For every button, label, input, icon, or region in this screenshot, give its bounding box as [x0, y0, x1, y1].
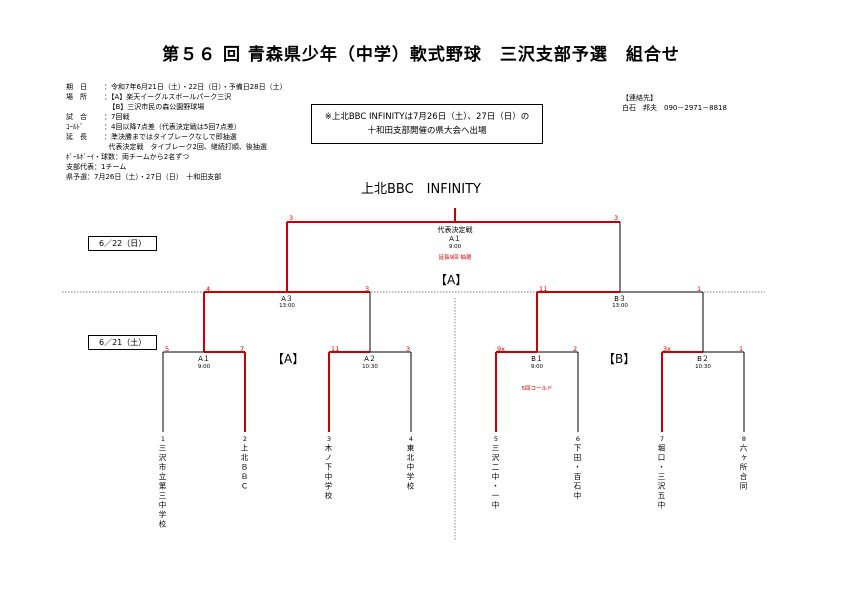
team-name: 下田・百石中	[573, 444, 582, 501]
final-score-right: 3	[614, 214, 619, 222]
semi-a3-time: 13:00	[279, 303, 295, 309]
b1-note: 5回コールド	[521, 386, 553, 392]
info-block: 期 日：令和7年6月21日（土）・22日（日）・予備日28日（土） 場 所：【A…	[66, 82, 287, 182]
team-number: 3	[326, 435, 332, 443]
notice-line: ※上北BBC INFINITYは7月26日（土）、27日（日）の	[324, 112, 530, 122]
team-number: 6	[575, 435, 581, 443]
team-number: 5	[493, 435, 499, 443]
team-number: 7	[659, 435, 665, 443]
info-row: 場 所：【A】楽天イーグルスボールパーク三沢	[66, 93, 232, 101]
team-number: 4	[408, 435, 414, 443]
final-note: 延長9回 抽選	[438, 255, 472, 261]
final-match-id: A１	[449, 235, 461, 243]
a2-score-right: 3	[406, 345, 411, 353]
info-row: 期 日：令和7年6月21日（土）・22日（日）・予備日28日（土）	[66, 83, 287, 91]
notice-line: 十和田支部開催の県大会へ出場	[367, 126, 487, 136]
team-name: 木ノ下中学校	[324, 444, 333, 501]
final-score-left: 3	[289, 214, 294, 222]
team-name: 東北中学校	[406, 444, 415, 492]
b2-time: 10:30	[695, 364, 711, 370]
semi-b3-time: 13:00	[612, 303, 628, 309]
semi-b3-score-right: 1	[697, 285, 702, 293]
contact-label: 【連絡先】	[622, 94, 657, 102]
team-number: 1	[160, 435, 166, 443]
info-row: ﾎﾞｰﾙﾎﾞｰｲ・球数：両チームから2名ずつ	[66, 153, 190, 161]
info-row: 支部代表：1チーム	[66, 163, 127, 171]
notice-box: ※上北BBC INFINITYは7月26日（土）、27日（日）の 十和田支部開催…	[311, 104, 543, 144]
semi-b3-score-left: 11	[539, 285, 548, 293]
semi-a3-label: A３	[281, 295, 293, 303]
info-row: ｺｰﾙﾄﾞ：4回以降7点差（代表決定戦は5回7点差）	[66, 123, 241, 131]
semi-a3-score-left: 4	[206, 285, 211, 293]
block-a-label: 【A】	[272, 352, 305, 366]
team-name: 堀口・三沢五中	[657, 444, 666, 511]
team-number: 8	[741, 435, 747, 443]
block-b-label: 【B】	[603, 352, 636, 366]
team-name: 上北ＢＢＣ	[240, 444, 249, 492]
b1-score-right: 2	[573, 345, 578, 353]
a1-score-right: 7	[240, 345, 245, 353]
info-row: 県予選：7月26日（土）・27日（日） 十和田支部	[66, 173, 222, 181]
final-label: 代表決定戦	[437, 226, 473, 234]
team-name: 三沢市立第三中学校	[158, 444, 167, 530]
info-row: 延 長：準決勝まではタイブレークなしで即抽選	[66, 133, 237, 141]
team-name: 六ヶ所合同	[739, 444, 748, 492]
block-center-label: 【A】	[435, 273, 468, 287]
team-name: 三沢二中・一中	[491, 444, 500, 511]
b2-label: B２	[697, 355, 709, 363]
contact-block: 【連絡先】 白石 邦夫 090－2971－8818	[622, 93, 727, 113]
info-row: 代表決定戦 タイブレーク2回、継続打順、後抽選	[108, 143, 267, 151]
a1-label: A１	[198, 355, 210, 363]
info-row: 試 合：7回戦	[66, 113, 130, 121]
champion-name: 上北BBC INFINITY	[361, 182, 481, 197]
semi-a3-score-right: 3	[365, 285, 370, 293]
semi-b3-label: B３	[614, 295, 626, 303]
final-time: 9:00	[448, 244, 462, 250]
a1-time: 9:00	[197, 364, 211, 370]
team-number: 2	[242, 435, 248, 443]
a2-time: 10:30	[362, 364, 378, 370]
contact-value: 白石 邦夫 090－2971－8818	[622, 104, 727, 112]
date-day1: 6／21（土）	[88, 335, 158, 350]
a1-score-left: 5	[165, 345, 170, 353]
b1-score-left: 9x	[497, 345, 505, 353]
a2-score-left: 11	[331, 345, 340, 353]
page-title: 第５６ 回 青森県少年（中学）軟式野球 三沢支部予選 組合せ	[162, 45, 680, 65]
b1-time: 9:00	[530, 364, 544, 370]
b2-score-left: 3x	[663, 345, 671, 353]
info-row: 【B】三沢市民の森公園野球場	[108, 103, 205, 111]
b2-score-right: 1	[739, 345, 744, 353]
b1-label: B１	[531, 355, 543, 363]
date-day2: 6／22（日）	[88, 236, 158, 251]
a2-label: A２	[364, 355, 376, 363]
